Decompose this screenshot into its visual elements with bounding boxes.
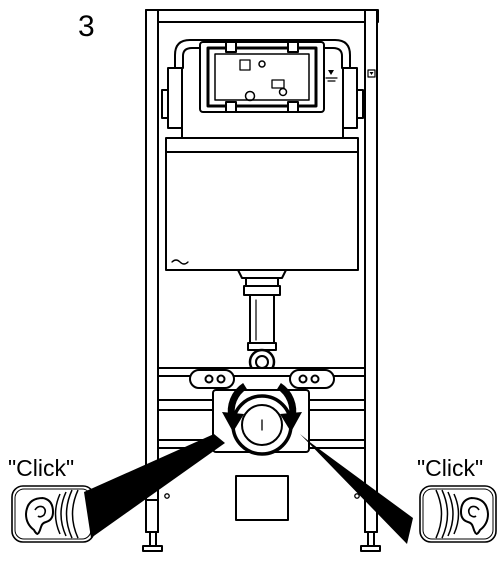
- frame-top-bar: [145, 9, 379, 23]
- ear-icon: [11, 485, 95, 543]
- click-sound-label-right: "Click": [417, 455, 484, 481]
- flush-pipe: [237, 269, 287, 376]
- ear-icon: [419, 485, 497, 543]
- sound-wave-icon: [435, 489, 460, 539]
- cistern-tank: [161, 39, 364, 271]
- frame-right-post: [364, 9, 378, 533]
- sound-beams: [84, 434, 413, 544]
- sound-wave-icon: [54, 489, 79, 539]
- click-sound-label-left: "Click": [8, 455, 75, 481]
- waste-bend: [212, 389, 310, 521]
- step-number: 3: [78, 10, 95, 43]
- frame-feet: [142, 493, 381, 552]
- frame-left-post: [145, 9, 159, 533]
- rotation-arrow-icon: [222, 383, 302, 432]
- bolt-plates: [189, 369, 335, 389]
- flush-plate-frame: [199, 41, 325, 113]
